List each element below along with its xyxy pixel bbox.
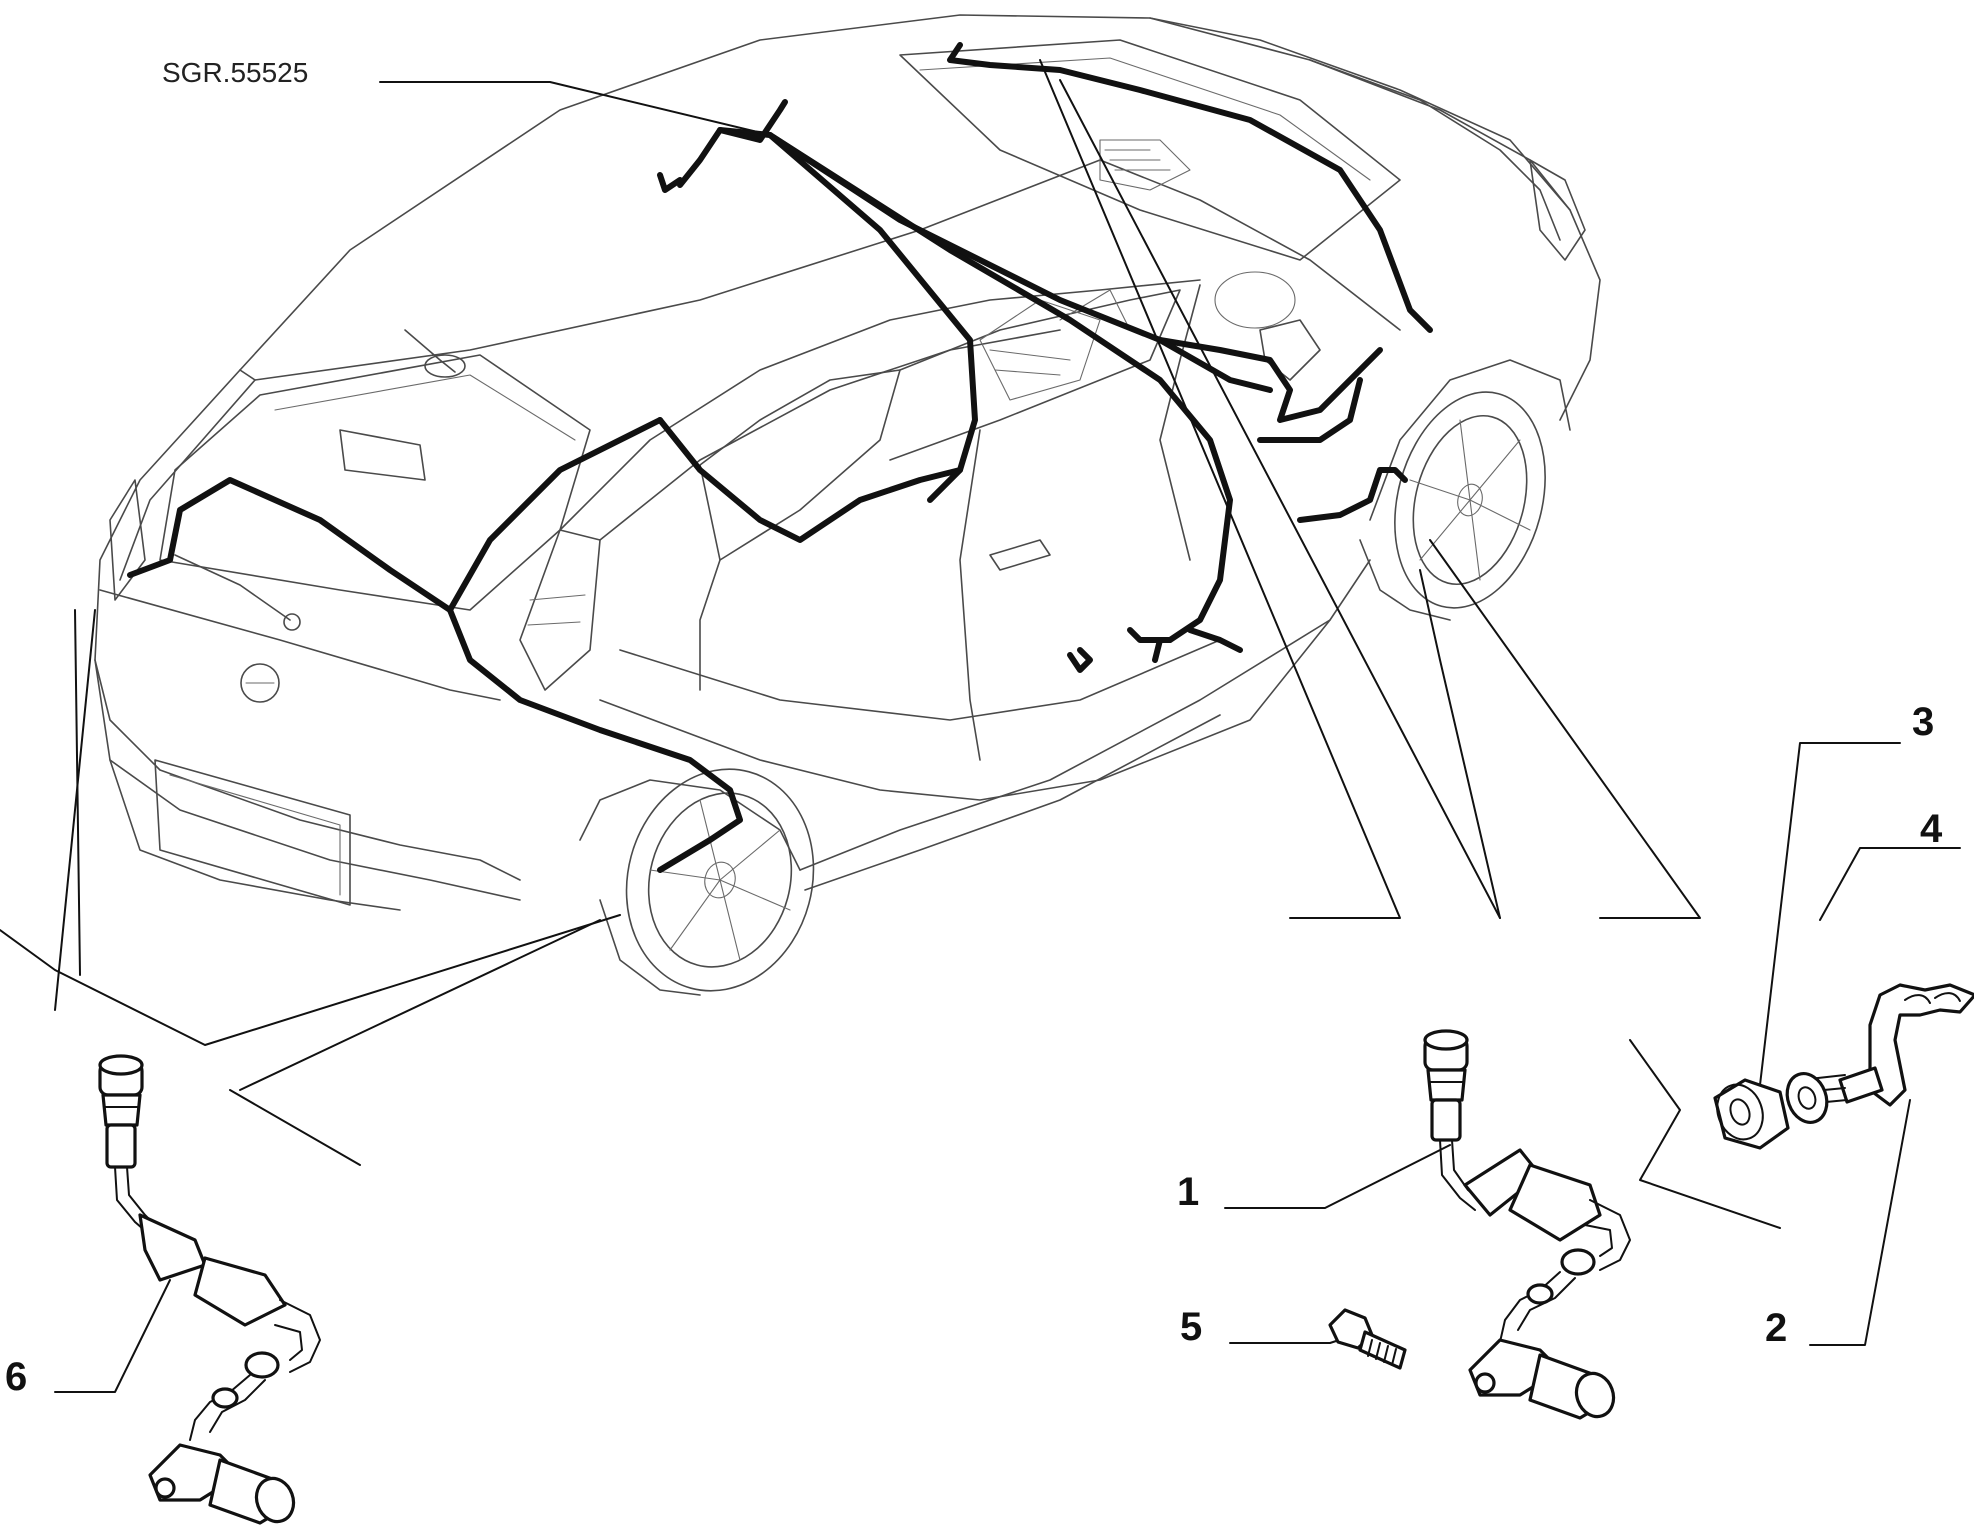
part-4-washer bbox=[1785, 1072, 1829, 1124]
part-5-bolt bbox=[1328, 1308, 1407, 1370]
car-body-outline bbox=[94, 14, 1601, 996]
part-6-sensor-cable bbox=[98, 1054, 321, 1525]
leader-lines bbox=[0, 59, 1961, 1393]
part-1-sensor-cable bbox=[1423, 1029, 1631, 1420]
part-3-nut bbox=[1713, 1078, 1790, 1150]
callout-1: 1 bbox=[1177, 1170, 1200, 1214]
callout-2: 2 bbox=[1765, 1306, 1788, 1350]
callout-5: 5 bbox=[1180, 1305, 1203, 1349]
callout-6: 6 bbox=[5, 1355, 28, 1399]
callout-3: 3 bbox=[1912, 700, 1935, 744]
wiring-harness bbox=[127, 42, 1433, 873]
callout-4: 4 bbox=[1920, 807, 1943, 851]
reference-code-label: SGR.55525 bbox=[162, 57, 309, 88]
